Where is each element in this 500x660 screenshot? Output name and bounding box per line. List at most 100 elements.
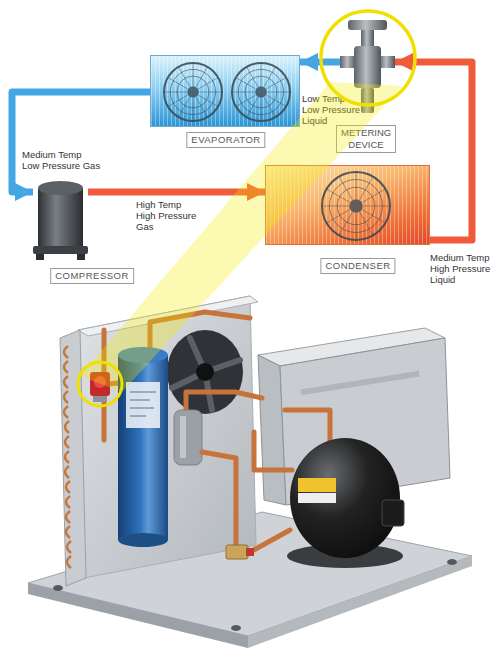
valve-body (226, 545, 248, 559)
fan-spoke (363, 206, 390, 207)
component-label: COMPRESSOR (50, 268, 134, 284)
liquid-receiver (118, 347, 168, 547)
rating-sticker (298, 493, 336, 503)
box-rib (300, 371, 419, 396)
refrigerant-line (395, 62, 472, 240)
plate-edge (248, 556, 472, 648)
fan-grille (322, 172, 390, 240)
mount-hole (447, 559, 457, 565)
compressor-foot (36, 254, 44, 260)
fan-spoke (168, 78, 188, 89)
metering-device-shape (340, 20, 395, 115)
fan-spoke (179, 98, 190, 118)
receiver-top (118, 347, 168, 363)
housing-panel (78, 296, 256, 578)
fan-spoke (356, 172, 357, 199)
fan-spoke (179, 67, 190, 87)
fan-spoke (360, 212, 373, 235)
compressor-photo (287, 438, 404, 568)
fan-spoke (199, 95, 219, 106)
highlight-beam (80, 82, 402, 392)
fan-spoke (247, 98, 258, 118)
fan-spoke (322, 206, 349, 207)
valve-body (354, 46, 381, 88)
fan-spoke (264, 98, 275, 118)
fan-spoke (264, 67, 275, 87)
valve-bulb-stem (361, 88, 374, 113)
fan-grille (232, 63, 290, 121)
fan-spoke (196, 98, 207, 118)
sticker-lines (130, 392, 156, 416)
terminal-cover (382, 500, 404, 526)
compressor-base (33, 246, 88, 254)
valve-port (379, 56, 395, 68)
compressor-icon-shape (33, 180, 88, 260)
coil-end-plate (60, 330, 86, 586)
copper-pipe (254, 432, 292, 470)
mount-hole (231, 625, 241, 631)
fan-ring (322, 172, 390, 240)
component-label: EVAPORATOR (186, 132, 265, 148)
filter-drier (174, 410, 202, 465)
highlight-circle (78, 362, 122, 406)
valve-handle (348, 20, 387, 30)
receiver-bottom (118, 533, 168, 547)
fan-spoke (267, 78, 287, 89)
valve-port (340, 56, 356, 68)
fan-spoke (196, 67, 207, 87)
flow-state-label: Medium Temp Low Pressure Gas (22, 149, 102, 171)
compressor-top (38, 181, 83, 195)
fan-spoke (199, 92, 222, 93)
drier-shine (180, 416, 186, 458)
fan-spoke (236, 78, 256, 89)
fan-spoke (168, 95, 188, 106)
fan-spoke (327, 210, 350, 223)
fan-grille (164, 63, 222, 121)
compressor-foot (77, 254, 85, 260)
fan-hub (187, 86, 199, 98)
receiver-body (118, 355, 168, 540)
plate-edge (28, 583, 248, 648)
condenser-box: CONDENSER (265, 165, 430, 245)
evaporator-box-shape (151, 56, 301, 128)
compressor-dome (290, 438, 400, 558)
coil-housing (60, 296, 258, 586)
component-label: METERING DEVICE (336, 125, 396, 153)
front-piping (202, 432, 292, 552)
fan-motor (167, 330, 243, 414)
condenser-box-shape (266, 166, 431, 246)
compressor-icon: COMPRESSOR (33, 180, 88, 260)
control-knob (94, 376, 106, 388)
fan-spoke (339, 212, 352, 235)
fan-spoke (267, 92, 290, 93)
refrigerant-line (300, 59, 340, 66)
evaporator-box: EVAPORATOR (150, 55, 300, 127)
highlight-circle (321, 11, 415, 105)
pressure-control (90, 372, 110, 402)
fan-spoke (247, 67, 258, 87)
flow-state-label: Low Temp Low Pressure Liquid (302, 93, 363, 126)
fan-spoke (267, 95, 287, 106)
connector-group (12, 62, 472, 240)
fan-spoke (356, 213, 357, 240)
fan-spoke (232, 92, 255, 93)
refrigerant-line (12, 92, 150, 192)
fan-spoke (193, 98, 194, 121)
metering-device: METERING DEVICE (340, 20, 395, 115)
receiver-sticker (126, 382, 160, 428)
fan-spoke (261, 63, 262, 86)
fan-spoke (339, 177, 352, 200)
flow-state-label: High Temp High Pressure Gas (136, 199, 200, 232)
fan-blade (172, 338, 240, 410)
fan-hub (196, 363, 214, 381)
copper-pipe (202, 452, 236, 548)
fan-spoke (199, 78, 219, 89)
compressor-body (38, 188, 83, 248)
fan-ring (164, 63, 222, 121)
fan-spoke (362, 210, 385, 223)
copper-pipe (285, 410, 330, 440)
control-base (93, 396, 107, 402)
drier-body (174, 410, 202, 465)
